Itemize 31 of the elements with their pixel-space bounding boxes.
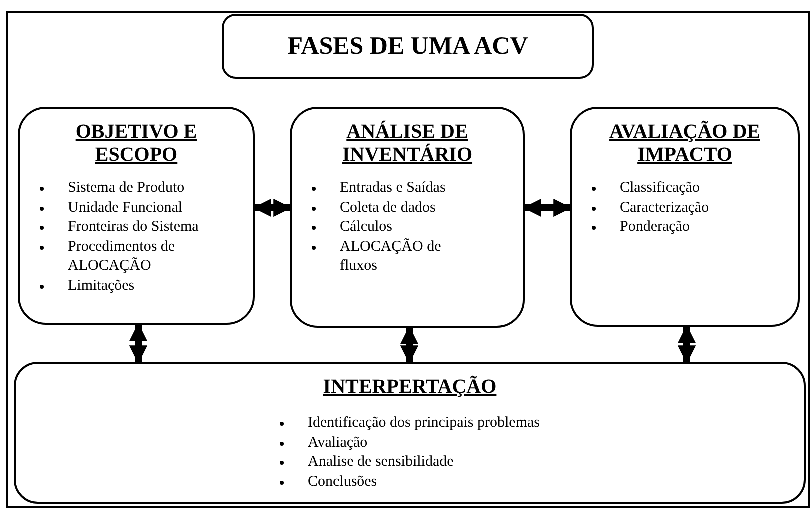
bullet-item: Analise de sensibilidade — [308, 453, 454, 472]
double-arrow — [400, 326, 419, 364]
bullet-item: Avaliação — [308, 434, 368, 452]
bullet-item: Ponderação — [620, 218, 690, 237]
box-heading: ANÁLISE DE INVENTÁRIO — [341, 121, 474, 167]
double-arrow — [253, 198, 292, 218]
bullet-item: Procedimentos de ALOCAÇÃO — [68, 238, 176, 276]
phase-box — [18, 107, 255, 325]
bullet-item: Cálculos — [340, 218, 392, 237]
bullet-item: Classificação — [620, 179, 700, 198]
bullet-item: ALOCAÇÃO de fluxos — [340, 238, 442, 276]
bullet-item: Fronteiras do Sistema — [68, 218, 199, 237]
box-heading: FASES DE UMA ACV — [288, 32, 528, 62]
bullet-item: Sistema de Produto — [68, 179, 185, 198]
double-arrow — [523, 198, 572, 218]
box-heading: OBJETIVO E ESCOPO — [74, 121, 198, 167]
bullet-item: Identificação dos principais problemas — [308, 414, 540, 433]
phase-box — [570, 107, 800, 327]
bullet-item: Limitações — [68, 276, 135, 296]
box-heading: AVALIAÇÃO DE IMPACTO — [608, 121, 762, 167]
double-arrow — [678, 325, 696, 364]
phase-box — [14, 362, 806, 504]
bullet-item: Coleta de dados — [340, 198, 436, 218]
bullet-item: Entradas e Saídas — [340, 179, 446, 198]
box-heading: INTERPERTAÇÃO — [322, 374, 498, 400]
double-arrow — [129, 323, 148, 364]
phase-box — [290, 107, 525, 328]
bullet-item: Conclusões — [308, 472, 378, 492]
bullet-item: Unidade Funcional — [68, 198, 183, 218]
title-box — [222, 14, 594, 79]
bullet-item: Caracterização — [620, 198, 710, 218]
